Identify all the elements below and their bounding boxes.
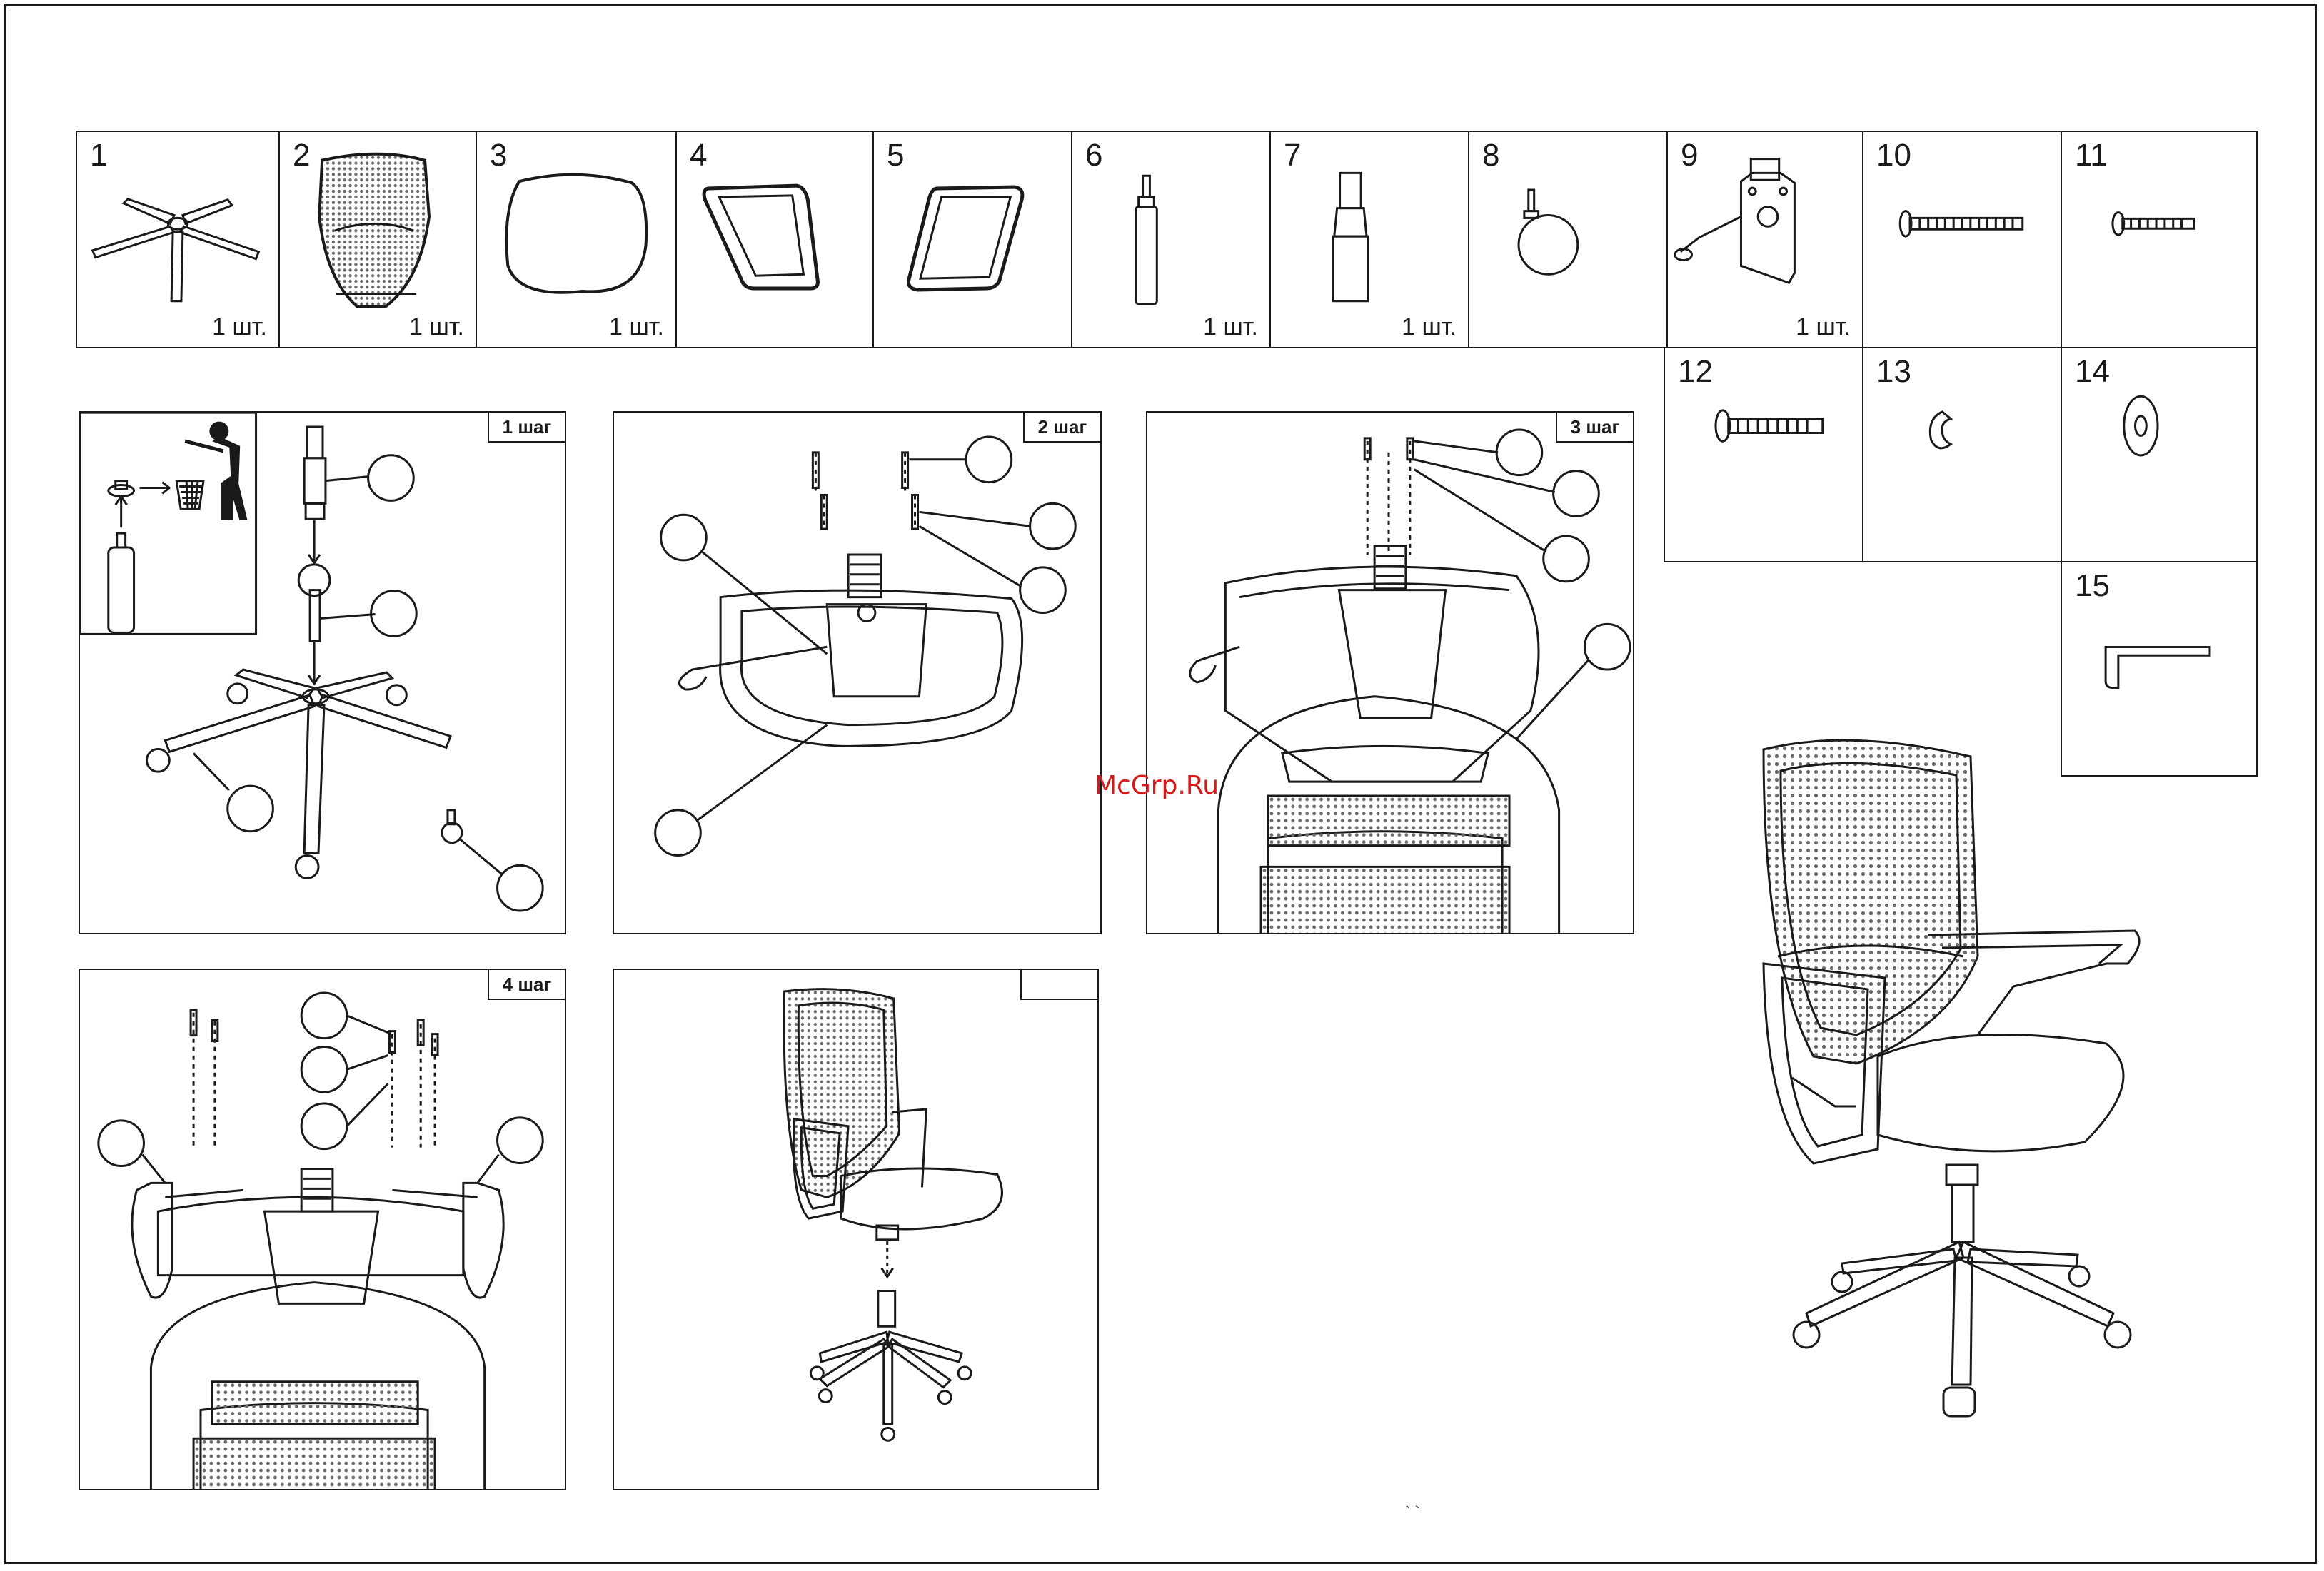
flat-washer-icon <box>2062 348 2256 561</box>
step-5-panel <box>613 969 1099 1490</box>
part-quantity: 1 шт. <box>1203 313 1258 341</box>
step-4-panel: 4 шаг <box>79 969 566 1490</box>
hex-bolt-icon <box>1665 348 1862 561</box>
part-cell-13: 13 <box>1862 347 2062 562</box>
part-cell-14: 14 <box>2061 347 2258 562</box>
part-cell-10: 10 <box>1862 131 2062 348</box>
assembled-chair-illustration <box>1749 721 2149 1463</box>
part-cell-8: 8 <box>1468 131 1668 348</box>
part-cell-7: 7 1 шт. <box>1269 131 1469 348</box>
part-quantity: 1 шт. <box>409 313 464 341</box>
mechanism-to-seat-illustration <box>614 413 1100 933</box>
part-quantity: 1 шт. <box>1402 313 1457 341</box>
left-armrest-icon <box>677 132 872 347</box>
watermark-text: McGrp.Ru <box>1095 771 1219 800</box>
footer-marks: ` ` <box>1405 1503 1420 1522</box>
part-cell-5: 5 <box>872 131 1072 348</box>
step-3-panel: 3 шаг <box>1146 411 1634 934</box>
part-quantity: 1 шт. <box>609 313 664 341</box>
backrest-to-seat-illustration <box>1147 413 1633 933</box>
final-assembly-illustration <box>614 970 1097 1489</box>
part-cell-12: 12 <box>1664 347 1863 562</box>
part-cell-6: 6 1 шт. <box>1071 131 1271 348</box>
armrests-assembly-illustration <box>80 970 565 1489</box>
part-quantity: 1 шт. <box>212 313 267 341</box>
base-assembly-illustration <box>80 413 565 933</box>
spring-washer-icon <box>1863 348 2061 561</box>
part-cell-1: 1 1 шт. <box>76 131 280 348</box>
part-cell-2: 2 1 шт. <box>278 131 477 348</box>
part-cell-4: 4 <box>675 131 874 348</box>
step-2-panel: 2 шаг <box>613 411 1102 934</box>
part-cell-9: 9 1 шт. <box>1666 131 1863 348</box>
step-1-panel: 1 шаг <box>79 411 566 934</box>
right-armrest-icon <box>874 132 1071 347</box>
part-cell-11: 11 <box>2061 131 2258 348</box>
part-cell-3: 3 1 шт. <box>476 131 677 348</box>
short-bolt-icon <box>2062 132 2256 347</box>
caster-icon <box>1469 132 1666 347</box>
part-quantity: 1 шт. <box>1796 313 1851 341</box>
long-bolt-icon <box>1863 132 2061 347</box>
